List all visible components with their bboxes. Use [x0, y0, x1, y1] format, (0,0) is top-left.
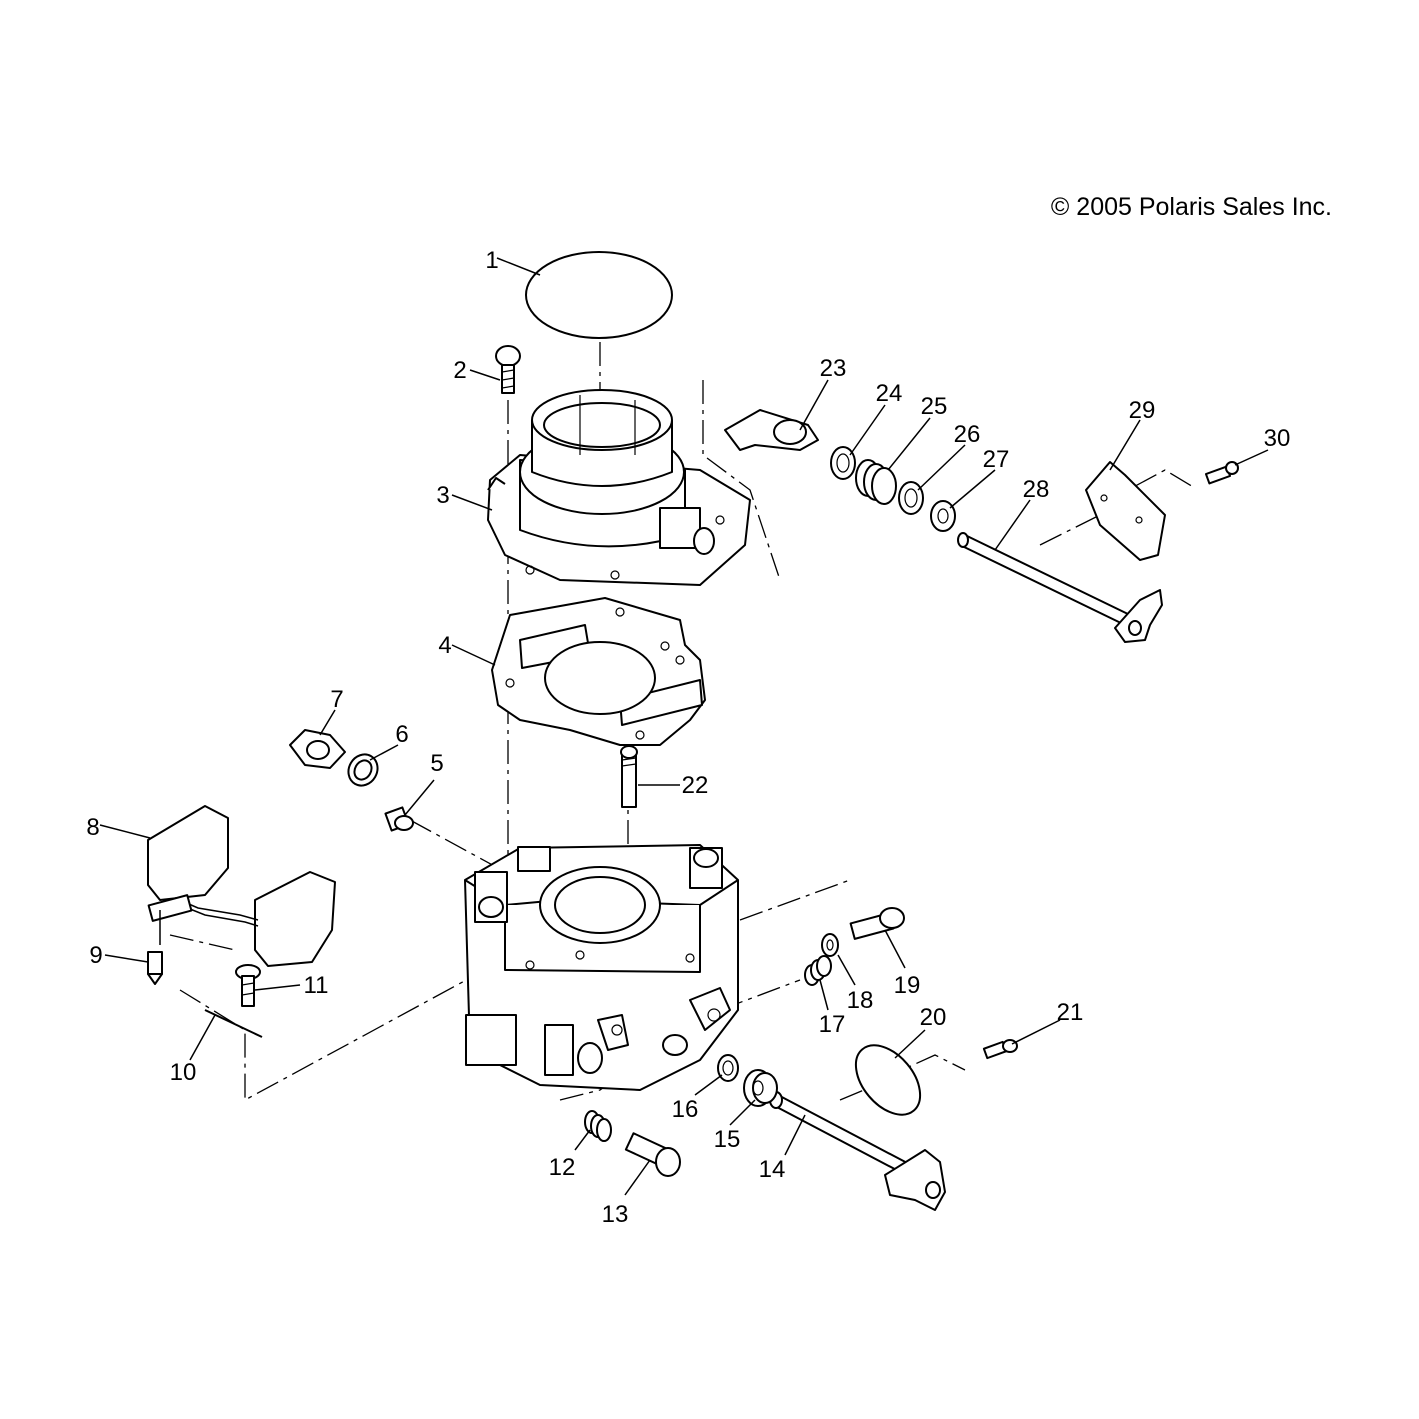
part-29-plate: [1085, 461, 1166, 561]
part-6-washer: [347, 753, 379, 787]
part-3-throttle-body: [487, 389, 751, 586]
part-28-shaft: [957, 532, 1163, 643]
leader-lines: [99, 257, 1269, 1196]
callout-4: 4: [438, 632, 451, 659]
part-19-screw: [849, 907, 905, 940]
callout-29: 29: [1129, 397, 1156, 424]
callout-2: 2: [453, 357, 466, 384]
callout-8: 8: [86, 814, 99, 841]
callout-23: 23: [820, 355, 847, 382]
part-8-float: [147, 805, 336, 967]
callout-19: 19: [894, 972, 921, 999]
callout-16: 16: [672, 1096, 699, 1123]
callout-27: 27: [983, 446, 1010, 473]
part-10-pin: [204, 1009, 263, 1038]
part-12-spring: [584, 1110, 612, 1142]
callout-3: 3: [436, 482, 449, 509]
part-11-screw: [235, 964, 261, 1007]
callout-10: 10: [170, 1059, 197, 1086]
callout-21: 21: [1057, 999, 1084, 1026]
callout-labels: 1 2 3 4 5 6 7 8 9 10 11 12 13 14 15 16 1…: [86, 247, 1290, 1228]
part-14-shaft: [769, 1091, 946, 1211]
callout-22: 22: [682, 772, 709, 799]
carburetor-main-body: [464, 844, 739, 1091]
callout-14: 14: [759, 1156, 786, 1183]
callout-11: 11: [304, 972, 329, 999]
part-7-nut: [289, 729, 346, 769]
callout-26: 26: [954, 421, 981, 448]
callout-25: 25: [921, 393, 948, 420]
part-9-needle: [147, 951, 163, 985]
callout-18: 18: [847, 987, 874, 1014]
part-5-plug: [384, 806, 414, 832]
part-2-screw: [495, 345, 521, 394]
callout-17: 17: [819, 1011, 846, 1038]
part-18-washer: [821, 933, 839, 957]
callout-5: 5: [430, 750, 443, 777]
part-27-washer: [930, 500, 956, 532]
part-1-cover: [525, 251, 673, 339]
callout-24: 24: [876, 380, 903, 407]
part-26-seal: [898, 481, 924, 515]
part-25-spring: [855, 459, 897, 505]
copyright-notice: © 2005 Polaris Sales Inc.: [1051, 193, 1332, 221]
part-16-washer: [717, 1054, 739, 1082]
part-17-spring: [804, 955, 832, 986]
callout-7: 7: [330, 686, 343, 713]
part-13-screw: [624, 1132, 681, 1177]
callout-28: 28: [1023, 476, 1050, 503]
part-30-screw: [1204, 461, 1239, 485]
callout-30: 30: [1264, 425, 1291, 452]
part-24-bushing: [830, 446, 856, 480]
callout-9: 9: [89, 942, 102, 969]
part-23-lever: [724, 409, 819, 451]
part-20-plate: [854, 1044, 922, 1116]
part-4-gasket: [491, 597, 706, 746]
callout-15: 15: [714, 1126, 741, 1153]
part-15-bushing: [743, 1069, 778, 1107]
callout-20: 20: [920, 1004, 947, 1031]
part-21-screw: [982, 1039, 1018, 1060]
part-22-jet: [620, 745, 638, 808]
callout-1: 1: [485, 247, 498, 274]
callout-6: 6: [395, 721, 408, 748]
callout-13: 13: [602, 1201, 629, 1228]
callout-12: 12: [549, 1154, 576, 1181]
